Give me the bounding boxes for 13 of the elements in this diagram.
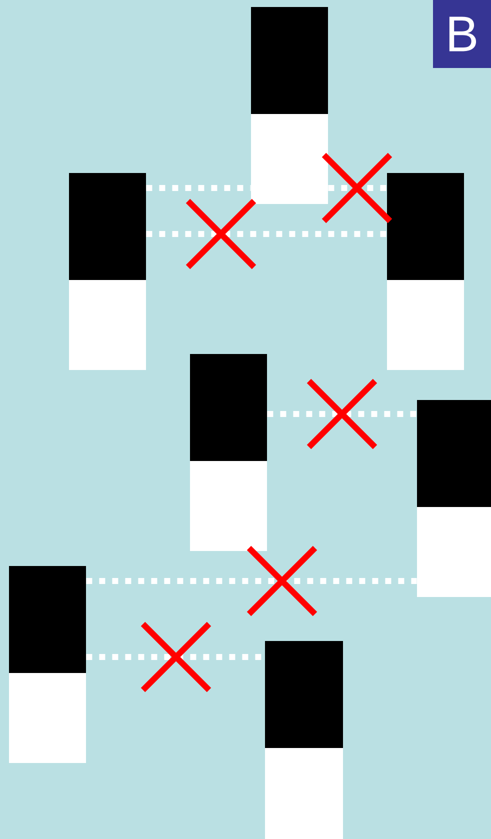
dotted-line (86, 578, 417, 584)
block (417, 400, 491, 597)
dotted-line (146, 185, 251, 191)
dotted-line (328, 185, 387, 191)
block (265, 641, 343, 839)
block (190, 354, 267, 551)
block (9, 566, 86, 763)
block (387, 173, 464, 370)
dotted-line (146, 231, 387, 237)
panel-letter: B (433, 0, 491, 68)
dotted-line (267, 411, 417, 417)
block (251, 7, 328, 204)
block (69, 173, 146, 370)
